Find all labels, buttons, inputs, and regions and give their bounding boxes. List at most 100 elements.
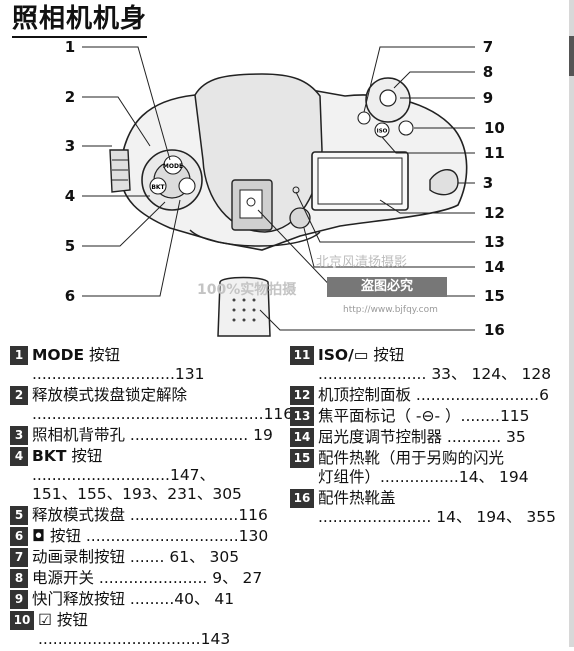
legend-text-cont: 灯组件）................14、 194 (318, 468, 529, 486)
page-edge-marker (569, 36, 574, 76)
strap-lug-left (109, 149, 131, 193)
callout-12: 12 (484, 204, 505, 222)
metering-icon: ◘ (32, 527, 46, 545)
legend-number: 3 (10, 426, 28, 445)
page-title: 照相机机身 (12, 4, 148, 38)
callout-5: 5 (64, 237, 76, 255)
callout-1: 1 (64, 38, 76, 56)
movie-record-button-icon (357, 111, 371, 125)
callout-11: 11 (484, 144, 505, 162)
iso-button-label: ISO (377, 129, 388, 135)
callout-14: 14 (484, 258, 505, 276)
diopter-control (289, 207, 311, 229)
legend-item: 10☑ 按钮 .................................… (10, 611, 280, 649)
legend-number: 5 (10, 506, 28, 525)
strap-lug-right (429, 169, 459, 196)
legend-text: 配件热靴（用于另购的闪光 (318, 449, 505, 467)
legend-text-cont: ........................................… (32, 405, 294, 423)
exposure-comp-icon: ☑ (38, 611, 52, 629)
lens-mount-front (189, 229, 321, 247)
legend-number: 12 (290, 386, 314, 405)
callout-13: 13 (484, 233, 505, 251)
shutter-release-button-icon (379, 89, 397, 107)
legend-text: 按钮 ............................147、 (32, 447, 216, 484)
callout-3-right: 3 (482, 174, 494, 192)
legend-text: 动画录制按钮 ....... 61、 305 (32, 548, 240, 566)
legend-number: 7 (10, 548, 28, 567)
legend-number: 14 (290, 428, 314, 447)
callout-16: 16 (484, 321, 505, 339)
legend-number: 15 (290, 449, 314, 468)
legend-text: 按钮 .................................143 (38, 611, 231, 648)
legend-text: 按钮 .............................131 (32, 346, 205, 383)
legend-text: 屈光度调节控制器 ........... 35 (318, 428, 526, 446)
metering-button-icon (178, 177, 196, 195)
legend-text: 照相机背带孔 ........................ 19 (32, 426, 273, 444)
callout-2: 2 (64, 88, 76, 106)
legend-text-cont: ...................... 33、 124、 128 (318, 365, 552, 383)
legend-number: 16 (290, 489, 314, 508)
callout-3-left: 3 (64, 137, 76, 155)
legend-label: MODE (32, 346, 85, 364)
strap-lug-left-detail (112, 159, 128, 181)
legend-text: 焦平面标记（ -⊖- ）........115 (318, 407, 530, 425)
legend-number: 10 (10, 611, 34, 630)
hot-shoe-cover-dots (232, 298, 256, 322)
mode-button-label: MODE (163, 163, 183, 170)
page-edge-bar (569, 0, 574, 647)
callout-7: 7 (482, 38, 494, 56)
callout-8: 8 (482, 63, 494, 81)
legend-number: 1 (10, 346, 28, 365)
camera-top-diagram: MODE BKT ISO (82, 46, 475, 337)
legend-text: ▭ 按钮 (353, 346, 405, 364)
legend-label: ISO/ (318, 346, 354, 364)
callout-10: 10 (484, 119, 505, 137)
legend-text-cont: 151、155、193、231、305 (32, 485, 242, 503)
watermark-badge: 盗图必究 (327, 277, 447, 297)
watermark-studio-name: 北京风清扬摄影 (316, 255, 408, 270)
hot-shoe-contacts (239, 189, 263, 219)
legend-number: 11 (290, 346, 314, 365)
legend-item: 6◘ 按钮 ...............................130 (10, 527, 280, 546)
callout-9: 9 (482, 89, 494, 107)
legend-number: 8 (10, 569, 28, 588)
hot-shoe-cover (217, 276, 271, 337)
exposure-comp-button-icon (398, 120, 414, 136)
legend-text: 电源开关 ...................... 9、 27 (32, 569, 263, 587)
bkt-button-label: BKT (151, 184, 165, 191)
legend-number: 13 (290, 407, 314, 426)
legend-text-cont: ....................... 14、 194、 355 (318, 508, 556, 526)
legend-number: 6 (10, 527, 28, 546)
legend-text: 按钮 ...............................130 (45, 527, 269, 545)
watermark-real-photo: 100%实物拍摄 (197, 282, 297, 298)
legend-label: BKT (32, 447, 67, 465)
callout-4: 4 (64, 187, 76, 205)
legend-text: 机顶控制面板 .........................6 (318, 386, 549, 404)
callout-15: 15 (484, 287, 505, 305)
legend-number: 9 (10, 590, 28, 609)
legend-text: 释放模式拨盘锁定解除 (32, 386, 188, 404)
mode-button-icon (163, 155, 183, 175)
hot-shoe-pin-center (246, 197, 256, 207)
legend-number: 2 (10, 386, 28, 405)
top-control-panel-screen (317, 157, 403, 205)
watermark-url: http://www.bjfqy.com (343, 305, 438, 315)
legend-text: 快门释放按钮 .........40、 41 (32, 590, 235, 608)
bkt-button-icon (149, 177, 167, 195)
callout-6: 6 (64, 287, 76, 305)
legend-text: 释放模式拨盘 ......................116 (32, 506, 268, 524)
